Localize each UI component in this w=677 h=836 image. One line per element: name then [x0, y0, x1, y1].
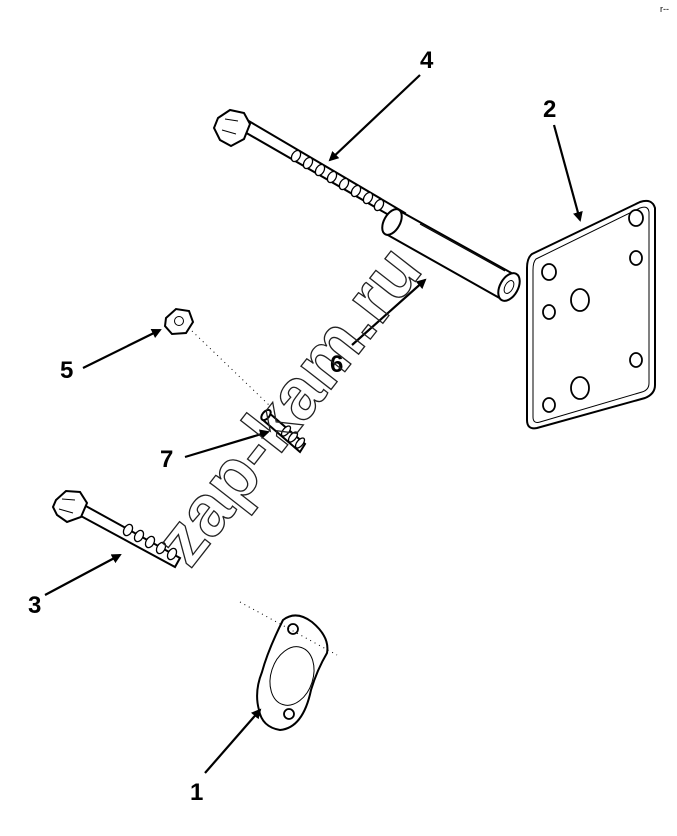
callout-3: 3 — [28, 592, 41, 619]
callout-1: 1 — [190, 779, 203, 806]
long-bolt-part-4 — [212, 108, 521, 283]
watermark: zap-kam.ru — [140, 231, 437, 580]
callout-4: 4 — [420, 47, 434, 74]
leader-arrow-1 — [204, 708, 262, 774]
callout-6: 6 — [330, 351, 343, 378]
callout-2: 2 — [543, 96, 556, 123]
leader-arrow-3 — [44, 554, 122, 596]
nut-part-5 — [163, 307, 271, 407]
gasket-part-1 — [239, 601, 338, 732]
leader-arrow-4 — [328, 74, 421, 162]
spacer-part-6 — [381, 208, 521, 302]
leader-arrow-7 — [184, 429, 270, 459]
corner-mark: r-- — [660, 4, 669, 14]
short-bolt-part-3 — [51, 489, 182, 569]
leader-arrow-2 — [552, 124, 583, 222]
callout-7: 7 — [160, 446, 173, 473]
leader-arrow-6 — [351, 278, 427, 346]
leader-arrow-5 — [82, 329, 162, 369]
stud-part-7 — [260, 408, 307, 454]
mounting-plate-part-2 — [526, 199, 656, 430]
callout-5: 5 — [60, 357, 73, 384]
